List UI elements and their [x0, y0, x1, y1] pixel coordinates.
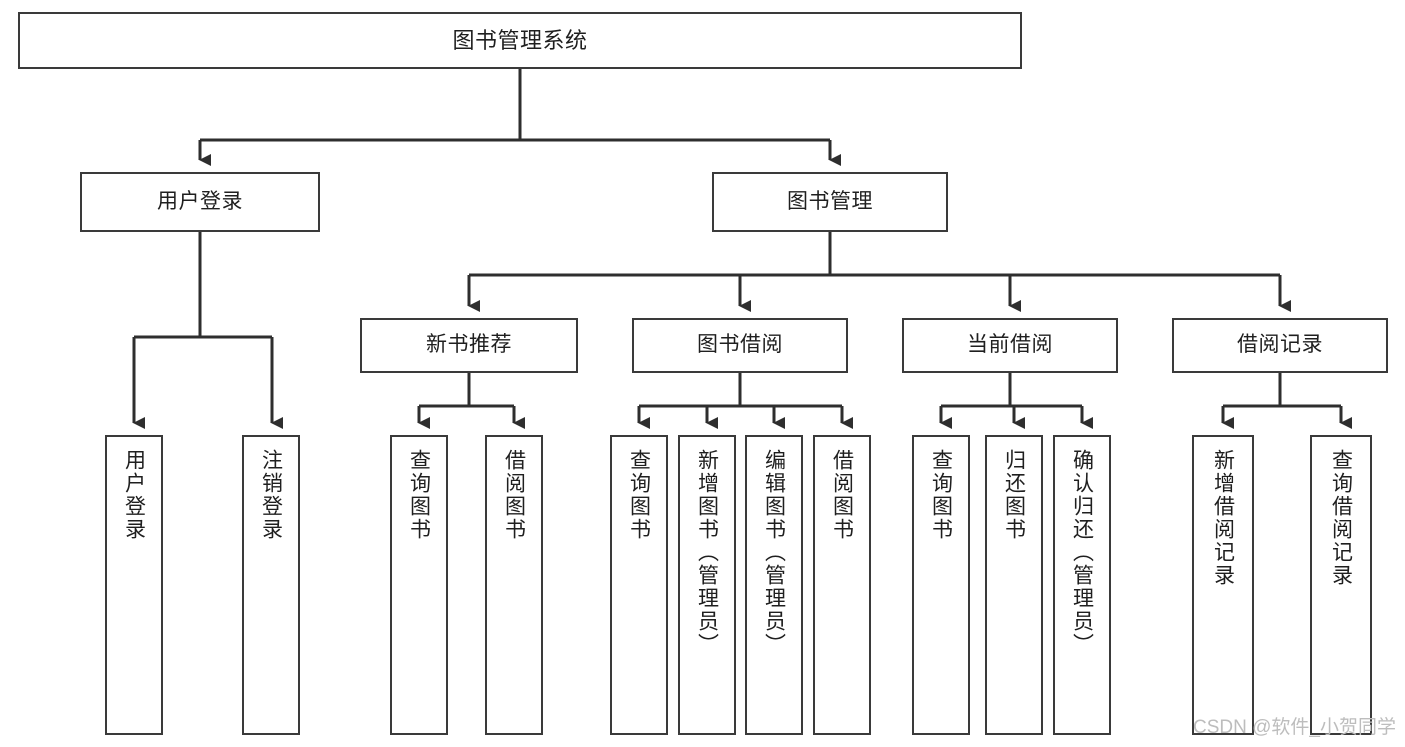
node-borrow-record-label: 借阅记录 — [1237, 333, 1323, 357]
node-leaf-edit-book-admin-label: 编辑图书（管理员） — [762, 449, 786, 656]
node-leaf-query-book-recommend[interactable]: 查询图书 — [390, 435, 448, 735]
node-leaf-user-login-label: 用户登录 — [122, 449, 146, 541]
node-book-manage-label: 图书管理 — [787, 189, 873, 213]
node-leaf-confirm-return-admin[interactable]: 确认归还（管理员） — [1053, 435, 1111, 735]
node-leaf-add-borrow-record[interactable]: 新增借阅记录 — [1192, 435, 1254, 735]
node-leaf-return-book-label: 归还图书 — [1002, 449, 1026, 541]
node-user-login-label: 用户登录 — [157, 189, 243, 213]
node-book-borrow[interactable]: 图书借阅 — [632, 318, 848, 373]
node-leaf-add-book-admin[interactable]: 新增图书（管理员） — [678, 435, 736, 735]
node-book-borrow-label: 图书借阅 — [697, 333, 783, 357]
node-book-manage[interactable]: 图书管理 — [712, 172, 948, 232]
node-leaf-borrow-book-recommend-label: 借阅图书 — [502, 449, 526, 541]
node-leaf-confirm-return-admin-label: 确认归还（管理员） — [1070, 449, 1094, 656]
node-leaf-add-borrow-record-label: 新增借阅记录 — [1211, 449, 1235, 587]
node-new-book-recommend[interactable]: 新书推荐 — [360, 318, 578, 373]
node-root-label: 图书管理系统 — [452, 27, 588, 53]
node-leaf-query-book-current[interactable]: 查询图书 — [912, 435, 970, 735]
node-leaf-query-book-recommend-label: 查询图书 — [407, 449, 431, 541]
node-leaf-query-book-borrow[interactable]: 查询图书 — [610, 435, 668, 735]
node-leaf-borrow-book-label: 借阅图书 — [830, 449, 854, 541]
node-leaf-borrow-book-recommend[interactable]: 借阅图书 — [485, 435, 543, 735]
node-borrow-record[interactable]: 借阅记录 — [1172, 318, 1388, 373]
node-root[interactable]: 图书管理系统 — [18, 12, 1022, 69]
node-current-borrow-label: 当前借阅 — [967, 333, 1053, 357]
node-leaf-edit-book-admin[interactable]: 编辑图书（管理员） — [745, 435, 803, 735]
node-leaf-return-book[interactable]: 归还图书 — [985, 435, 1043, 735]
node-leaf-user-login[interactable]: 用户登录 — [105, 435, 163, 735]
node-leaf-add-book-admin-label: 新增图书（管理员） — [695, 449, 719, 656]
node-leaf-query-book-borrow-label: 查询图书 — [627, 449, 651, 541]
node-current-borrow[interactable]: 当前借阅 — [902, 318, 1118, 373]
node-leaf-borrow-book[interactable]: 借阅图书 — [813, 435, 871, 735]
node-leaf-query-borrow-record[interactable]: 查询借阅记录 — [1310, 435, 1372, 735]
node-leaf-query-borrow-record-label: 查询借阅记录 — [1329, 449, 1353, 587]
node-leaf-logout-login[interactable]: 注销登录 — [242, 435, 300, 735]
node-user-login[interactable]: 用户登录 — [80, 172, 320, 232]
node-leaf-logout-login-label: 注销登录 — [259, 449, 283, 541]
node-leaf-query-book-current-label: 查询图书 — [929, 449, 953, 541]
node-new-book-recommend-label: 新书推荐 — [426, 333, 512, 357]
